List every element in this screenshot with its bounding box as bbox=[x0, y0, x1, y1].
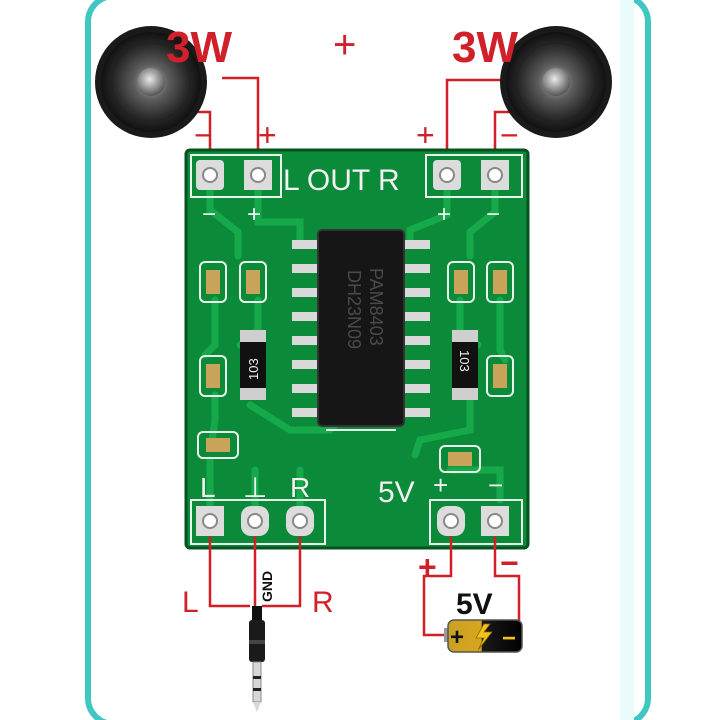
lightning-icon bbox=[475, 623, 493, 651]
resistor-right: 103 bbox=[452, 330, 478, 400]
left-speaker-neg-sign: − bbox=[194, 117, 213, 153]
board-input-l-label: L bbox=[200, 472, 216, 503]
pcb-board: L OUT R − + + − L ⊥ R 5V + − 103 bbox=[184, 148, 530, 550]
top-plus-sign: + bbox=[333, 23, 356, 67]
smd-capacitors bbox=[197, 261, 514, 473]
resistor-left-code: 103 bbox=[246, 358, 261, 380]
battery-voltage-label: 5V bbox=[456, 588, 493, 621]
board-power-minus: − bbox=[488, 470, 503, 500]
battery-plus: + bbox=[450, 624, 464, 651]
resistor-left: 103 bbox=[240, 330, 266, 400]
speaker-right-power-label: 3W bbox=[452, 23, 518, 72]
board-left-out-pos: + bbox=[247, 201, 261, 228]
board-out-label: L OUT R bbox=[283, 164, 400, 197]
battery-minus: − bbox=[502, 625, 516, 652]
pad-power-minus bbox=[481, 506, 509, 536]
pad-in-l bbox=[196, 506, 224, 536]
power-connector-outline bbox=[429, 499, 523, 545]
resistor-right-code: 103 bbox=[457, 350, 472, 372]
ic-pins bbox=[292, 240, 430, 417]
input-connector-outline bbox=[190, 499, 326, 545]
right-speaker-pos-sign: + bbox=[416, 117, 435, 153]
pad-in-r bbox=[286, 506, 314, 536]
chip-marking-line1: PAM8403 bbox=[366, 268, 386, 346]
speaker-left-icon bbox=[95, 26, 207, 138]
pad-out-right-pos bbox=[433, 160, 461, 190]
battery-icon: + − bbox=[444, 619, 523, 653]
pad-power-plus bbox=[437, 506, 465, 536]
pam8403-chip: PAM8403 DH23N09 bbox=[317, 229, 405, 427]
board-input-r-label: R bbox=[290, 472, 310, 503]
input-wire-r-label: R bbox=[312, 586, 334, 619]
pad-out-left-pos bbox=[244, 160, 272, 190]
left-speaker-pos-sign: + bbox=[258, 117, 277, 153]
supply-wire-minus: − bbox=[500, 545, 519, 581]
board-left-out-neg: − bbox=[202, 201, 216, 228]
pad-out-left-neg bbox=[196, 160, 224, 190]
input-wire-l-label: L bbox=[182, 586, 199, 619]
out-right-connector-outline bbox=[425, 154, 523, 198]
board-power-label: 5V bbox=[378, 476, 415, 509]
board-input-gnd-label: ⊥ bbox=[243, 472, 267, 503]
pad-in-gnd bbox=[241, 506, 269, 536]
out-left-connector-outline bbox=[190, 154, 282, 198]
audio-jack-icon bbox=[249, 606, 265, 712]
pad-out-right-neg bbox=[481, 160, 509, 190]
teal-frame-edge bbox=[620, 0, 634, 720]
board-right-out-neg: − bbox=[486, 201, 500, 228]
input-wires bbox=[208, 536, 302, 608]
teal-frame bbox=[85, 0, 651, 720]
speaker-right-icon bbox=[500, 26, 612, 138]
solder-pads bbox=[196, 160, 509, 536]
board-right-out-pos: + bbox=[437, 201, 451, 228]
speaker-left-power-label: 3W bbox=[166, 23, 232, 72]
supply-wire-plus: + bbox=[418, 549, 437, 585]
right-speaker-neg-sign: − bbox=[500, 117, 519, 153]
board-power-plus: + bbox=[433, 470, 448, 500]
chip-marking-line2: DH23N09 bbox=[344, 270, 364, 349]
input-wire-gnd-label: GND bbox=[259, 571, 275, 602]
